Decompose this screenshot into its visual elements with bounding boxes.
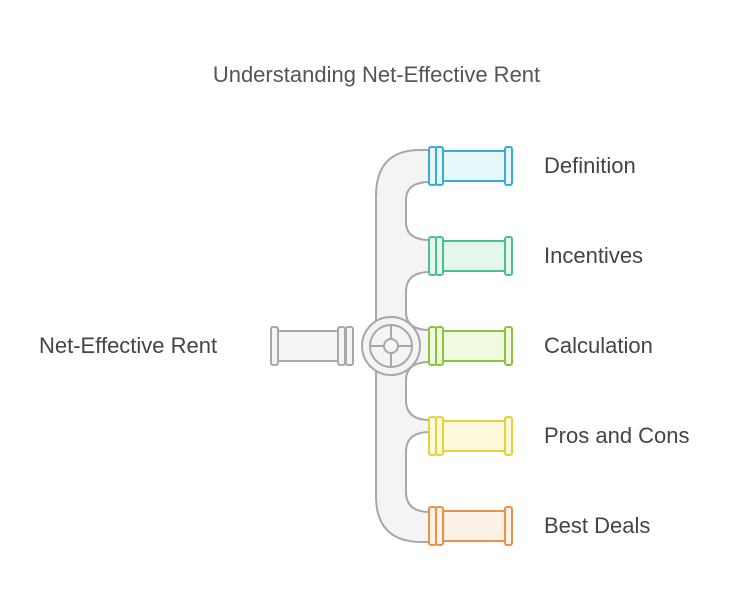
input-pipe-end-flange bbox=[270, 326, 279, 366]
output-pipe-body bbox=[439, 510, 509, 542]
source-label: Net-Effective Rent bbox=[39, 333, 218, 358]
input-pipe-flange-2 bbox=[345, 326, 354, 366]
diagram-title: Understanding Net-Effective Rent bbox=[212, 62, 541, 87]
output-pipe-calculation bbox=[428, 326, 513, 366]
output-pipe-definition bbox=[428, 146, 513, 186]
output-pipe-flange bbox=[428, 416, 437, 456]
output-pipe-body bbox=[439, 330, 509, 362]
output-pipe-flange-2 bbox=[435, 146, 444, 186]
output-pipe-flange-2 bbox=[435, 416, 444, 456]
branch-label-definition: Definition bbox=[544, 153, 636, 178]
output-pipe-flange-2 bbox=[435, 326, 444, 366]
branch-label-best-deals: Best Deals bbox=[544, 513, 651, 538]
input-pipe-flange bbox=[337, 326, 346, 366]
output-pipe-end-flange bbox=[504, 236, 513, 276]
output-pipe-best-deals bbox=[428, 506, 513, 546]
output-pipe-flange-2 bbox=[435, 506, 444, 546]
output-pipe-flange-2 bbox=[435, 236, 444, 276]
output-pipe-incentives bbox=[428, 236, 513, 276]
output-pipe-flange bbox=[428, 326, 437, 366]
output-pipe-flange bbox=[428, 236, 437, 276]
valve-center bbox=[383, 338, 399, 354]
branch-label-calculation: Calculation bbox=[544, 333, 653, 358]
output-pipe-flange bbox=[428, 146, 437, 186]
output-pipe-body bbox=[439, 420, 509, 452]
output-pipe-end-flange bbox=[504, 506, 513, 546]
branch-label-incentives: Incentives bbox=[544, 243, 644, 268]
output-pipe-end-flange bbox=[504, 416, 513, 456]
output-pipe-body bbox=[439, 150, 509, 182]
output-pipe-end-flange bbox=[504, 326, 513, 366]
output-pipe-flange bbox=[428, 506, 437, 546]
output-pipe-pros-and-cons bbox=[428, 416, 513, 456]
output-pipe-body bbox=[439, 240, 509, 272]
branch-label-pros-and-cons: Pros and Cons bbox=[544, 423, 690, 448]
input-pipe bbox=[275, 330, 345, 362]
output-pipe-end-flange bbox=[504, 146, 513, 186]
